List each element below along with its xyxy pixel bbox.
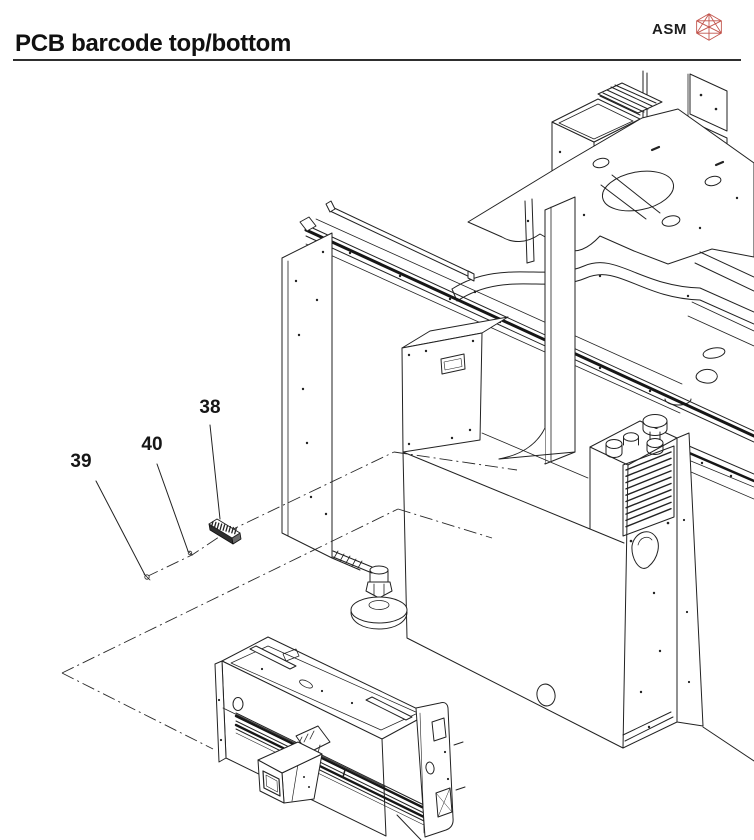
page-title: PCB barcode top/bottom (15, 30, 292, 57)
conveyor-rail (299, 216, 754, 500)
leveling-foot (332, 550, 408, 630)
base-cabinet (402, 414, 754, 762)
gantry-platform (325, 108, 754, 406)
assembly-centerlines (61, 451, 518, 750)
callout-38-label: 38 (199, 397, 221, 418)
callout-39-label: 39 (70, 451, 92, 472)
asm-logo-icon (694, 12, 724, 47)
conveyor-module (214, 636, 466, 840)
callout-40-label: 40 (141, 434, 163, 455)
barcode-scanner (257, 725, 331, 804)
callout-leaders (95, 424, 221, 581)
support-column (498, 196, 576, 465)
brand: ASM (652, 12, 724, 47)
electronics-box (401, 316, 509, 453)
knob-cylinders (605, 432, 639, 458)
title-underline (13, 59, 741, 61)
emergency-stop-button (642, 414, 668, 455)
vent-grille (622, 445, 675, 537)
left-wall-panel (281, 232, 361, 571)
handle-cutout (631, 531, 659, 569)
barcode-label-part (208, 518, 242, 545)
brand-text: ASM (652, 21, 687, 38)
